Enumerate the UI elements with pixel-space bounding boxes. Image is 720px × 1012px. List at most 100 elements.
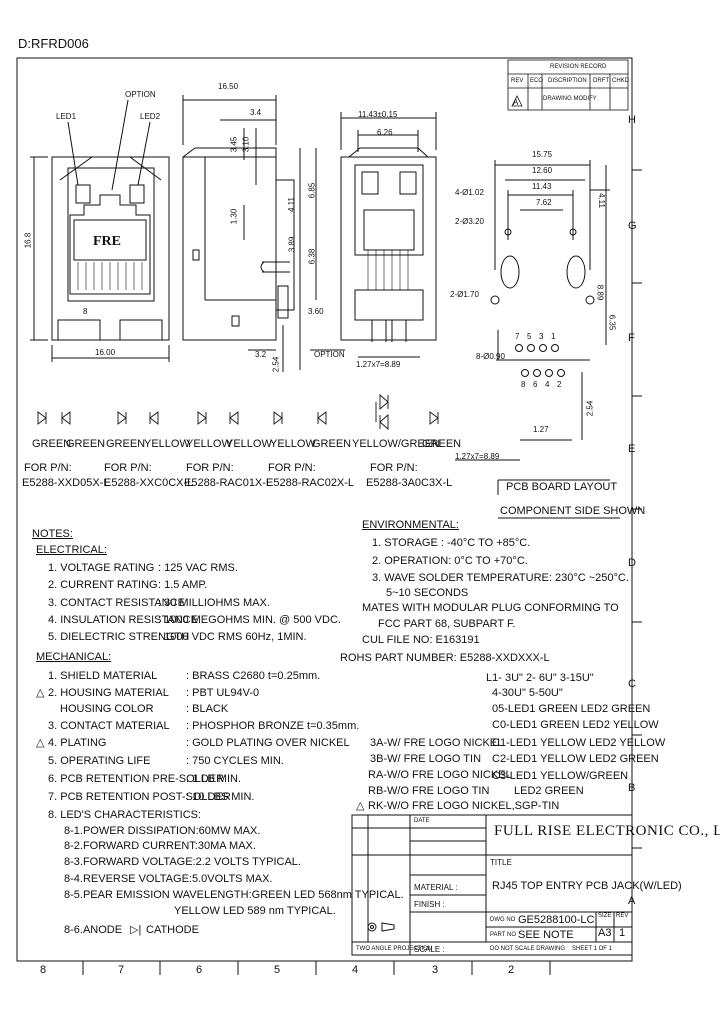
dwg-no-value: GE5288100-LC [518, 914, 595, 926]
front-option-label: OPTION [125, 90, 156, 99]
led-cathode-label: CATHODE [146, 924, 199, 936]
led-option-c3-line1: C3-LED1 YELLOW/GREEN [492, 770, 629, 782]
pcb-dim-7-62: 7.62 [536, 198, 552, 207]
zone-label-7: 7 [118, 964, 125, 976]
elec-4-value: : 1000 MEGOHMS MIN. @ 500 VDC. [158, 614, 341, 626]
elec-2-value: : 1.5 AMP. [158, 579, 208, 591]
pcb-dim-8-89: 8.89 [595, 284, 605, 301]
sheet-count: SHEET 1 OF 1 [572, 946, 612, 952]
side-dim-6-38: 6.38 [307, 248, 317, 265]
elec-5-label: 5. DIELECTRIC STRENGTH [48, 631, 190, 643]
revision-col-drft: DRFT [593, 78, 609, 84]
mech-5-value: : 750 CYCLES MIN. [186, 755, 284, 767]
revision-triangle-rk: △ [356, 800, 365, 812]
revision-col-desc: DISCRIPTION [548, 78, 587, 84]
scale-label: SCALE : [414, 945, 445, 954]
led-char-3: 8-3.FORWARD VOLTAGE:2.2 VOLTS TYPICAL. [64, 856, 301, 868]
finish-option-ra: RA-W/O FRE LOGO NICKEL [368, 769, 512, 781]
pcb-pin-7: 7 [515, 332, 520, 341]
revision-col-chkd: CHKD [612, 78, 630, 84]
elec-3-label: 3. CONTACT RESISTANCE [48, 597, 185, 609]
size-value: A3 [598, 927, 612, 939]
front-width-dim: 16.00 [95, 348, 116, 357]
pcb-pin-1: 1 [551, 332, 556, 341]
finish-option-3b: 3B-W/ FRE LOGO TIN [370, 753, 482, 765]
revision-desc-value: DRAWING MODIFY [543, 96, 597, 102]
led-option-c2: C2-LED1 YELLOW LED2 GREEN [492, 753, 659, 765]
mech-1-value: : BRASS C2680 t=0.25mm. [186, 670, 321, 682]
led-char-2: 8-2.FORWARD CURRENT:30MA MAX. [64, 840, 256, 852]
zone-label-c: C [628, 678, 636, 690]
led-group-3-color-1: YELLOW [186, 438, 232, 450]
plating-options-1: L1- 3U" 2- 6U" 3-15U" [486, 672, 594, 684]
elec-2-label: 2. CURRENT RATING [48, 579, 158, 591]
led-group-1-pn: E5288-XXD05X-L [22, 477, 110, 489]
led-group-2-pn: E5288-XXC0CX-L [104, 477, 194, 489]
title-label: TITLE [490, 858, 512, 867]
elec-5-value: : 1000 VDC RMS 60Hz, 1MIN. [158, 631, 307, 643]
mech-3-value: : PHOSPHOR BRONZE t=0.35mm. [186, 720, 360, 732]
pcb-hole-2-3-20: 2-Ø3.20 [455, 217, 484, 226]
front-led2-label: LED2 [140, 112, 161, 121]
mech-2-label: 2. HOUSING MATERIAL [48, 687, 169, 699]
pcb-layout-label: PCB BOARD LAYOUT [506, 481, 618, 493]
zone-label-4: 4 [352, 964, 359, 976]
revision-record-table [507, 59, 629, 111]
zone-label-2: 2 [508, 964, 515, 976]
title-block-frame [351, 814, 633, 956]
drawing-title: RJ45 TOP ENTRY PCB JACK(W/LED) [492, 880, 682, 892]
led-group-4-color-1: YELLOW [270, 438, 316, 450]
electrical-title: ELECTRICAL: [36, 544, 107, 556]
plating-options-2: 4-30U" 5-50U" [492, 687, 563, 699]
notes-title: NOTES: [32, 528, 73, 540]
led-option-c3-line2: LED2 GREEN [514, 785, 584, 797]
pcb-pin-3: 3 [539, 332, 544, 341]
led-group-4-color-2: GREEN [312, 438, 352, 450]
pcb-hole-8-0-90: 8-Ø0.90 [476, 352, 505, 361]
revision-triangle-mech-2: △ [36, 687, 45, 699]
env-rohs: ROHS PART NUMBER: E5288-XXDXXX-L [340, 652, 550, 664]
zone-label-b: B [628, 782, 636, 794]
cathode-symbol: ▷| [130, 924, 142, 936]
env-1: 1. STORAGE : -40°C TO +85°C. [372, 537, 531, 549]
led-group-2-color-2: YELLOW [144, 438, 190, 450]
pcb-pin-2: 2 [557, 380, 562, 389]
led-group-2-for-pn: FOR P/N: [104, 462, 152, 474]
mech-2-value: : PBT UL94V-0 [186, 687, 260, 699]
zone-label-8: 8 [40, 964, 47, 976]
zone-label-g: G [628, 220, 637, 232]
led-char-title: 8. LED'S CHARACTERISTICS: [48, 809, 202, 821]
zone-label-f: F [628, 332, 635, 344]
led-char-6: YELLOW LED 589 nm TYPICAL. [174, 905, 336, 917]
elec-1-label: 1. VOLTAGE RATING [48, 562, 155, 574]
led-group-5-pn: E5288-3A0C3X-L [366, 477, 453, 489]
size-label: SIZE [598, 913, 612, 919]
mech-color-value: : BLACK [186, 703, 229, 715]
zone-label-5: 5 [274, 964, 281, 976]
pcb-hole-2-1-70: 2-Ø1.70 [450, 290, 479, 299]
side-dim-3-60: 3.60 [308, 307, 324, 316]
pcb-dim-1-27: 1.27 [533, 425, 549, 434]
mech-3-label: 3. CONTACT MATERIAL [48, 720, 170, 732]
mech-5-label: 5. OPERATING LIFE [48, 755, 151, 767]
zone-label-d: D [628, 557, 636, 569]
led-anode-label: 8-6.ANODE [64, 924, 123, 936]
mech-4-value: : GOLD PLATING OVER NICKEL [186, 737, 350, 749]
front-view-drawing [30, 99, 170, 362]
led-group-5-color-2: GREEN [422, 438, 462, 450]
env-cul: CUL FILE NO: E163191 [362, 634, 480, 646]
revision-record-title: REVISION RECORD [550, 64, 607, 70]
rev-label: REV [616, 913, 629, 919]
pcb-pin-4: 4 [545, 380, 550, 389]
company-name: FULL RISE ELECTRONIC CO., LTD [494, 823, 720, 839]
pcb-dim-4-11: 4.11 [596, 193, 606, 208]
mechanical-title: MECHANICAL: [36, 651, 112, 663]
pcb-dim-6-35: 6.35 [607, 314, 617, 331]
env-mates: MATES WITH MODULAR PLUG CONFORMING TO [362, 602, 619, 614]
elec-3-value: : 30 MILLIOHMS MAX. [158, 597, 270, 609]
pcb-dim-12-60: 12.60 [532, 166, 553, 175]
pcb-pin-6: 6 [533, 380, 538, 389]
mech-7-value: : 10 LBS MIN. [186, 791, 255, 803]
mech-color-label: HOUSING COLOR [60, 703, 154, 715]
mech-6-label: 6. PCB RETENTION PRE-SOLDER [48, 773, 225, 785]
